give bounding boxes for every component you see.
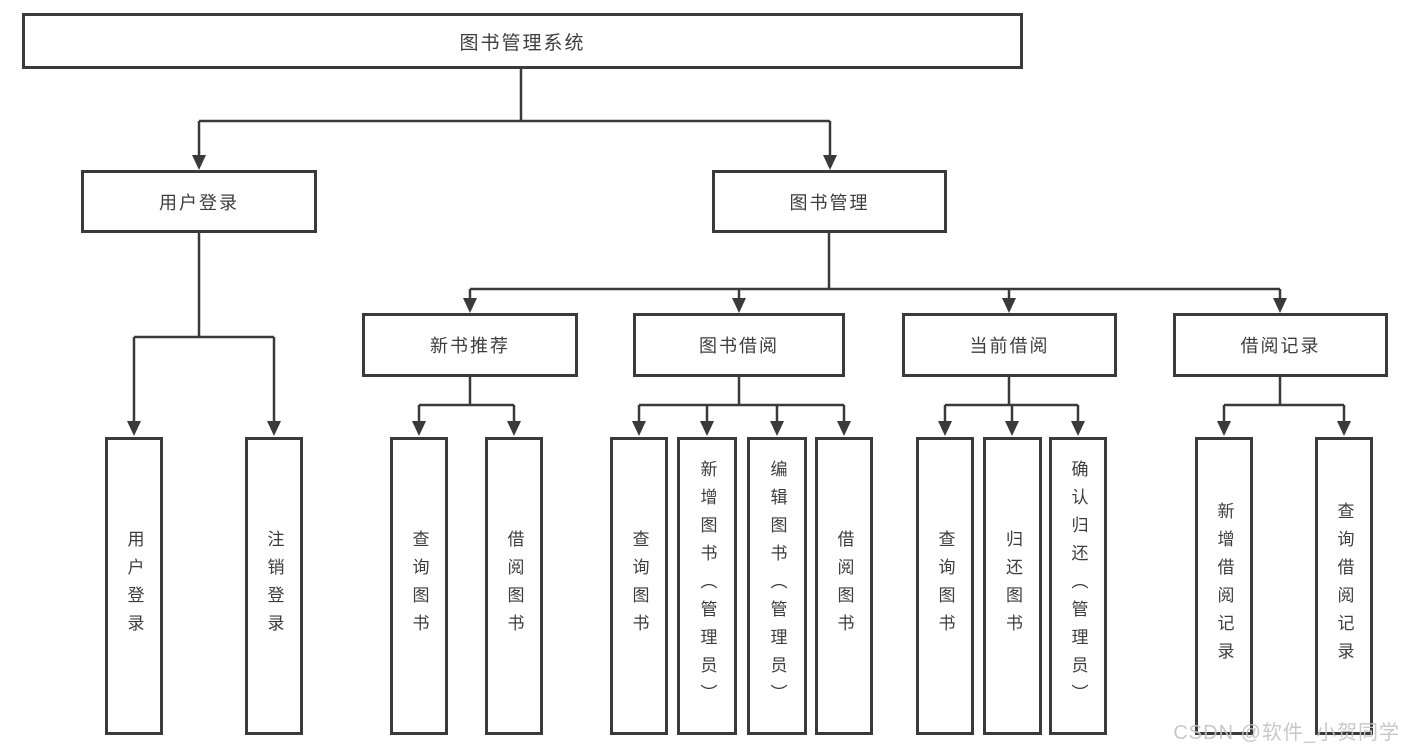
node-book-borrow: 图书借阅 — [633, 313, 845, 377]
leaf-user-login-label: 用户登录 — [124, 530, 144, 642]
leaf-add-book-admin-label: 新增图书（管理员） — [697, 460, 717, 712]
leaf-newbook-borrow-books: 借阅图书 — [485, 437, 543, 735]
arrowheads — [127, 155, 1351, 436]
leaf-logout: 注销登录 — [245, 437, 303, 735]
leaf-add-borrow-record-label: 新增借阅记录 — [1214, 502, 1234, 670]
leaf-add-book-admin: 新增图书（管理员） — [677, 437, 737, 735]
node-user-login: 用户登录 — [81, 170, 317, 233]
leaf-logout-label: 注销登录 — [264, 530, 284, 642]
leaf-confirm-return-admin: 确认归还（管理员） — [1049, 437, 1107, 735]
leaf-edit-book-admin-label: 编辑图书（管理员） — [767, 460, 787, 712]
leaf-borrow-borrow-books: 借阅图书 — [815, 437, 873, 735]
leaf-return-books: 归还图书 — [983, 437, 1042, 735]
leaf-current-query-books: 查询图书 — [916, 437, 974, 735]
leaf-borrow-borrow-books-label: 借阅图书 — [834, 530, 854, 642]
leaf-user-login: 用户登录 — [105, 437, 163, 735]
leaf-edit-book-admin: 编辑图书（管理员） — [747, 437, 807, 735]
node-borrow-records: 借阅记录 — [1173, 313, 1388, 377]
leaf-newbook-borrow-books-label: 借阅图书 — [504, 530, 524, 642]
leaf-newbook-query-books-label: 查询图书 — [409, 530, 429, 642]
leaf-query-borrow-record-label: 查询借阅记录 — [1334, 502, 1354, 670]
leaf-add-borrow-record: 新增借阅记录 — [1195, 437, 1253, 735]
leaf-borrow-query-books-label: 查询图书 — [629, 530, 649, 642]
node-new-book-recommend: 新书推荐 — [362, 313, 578, 377]
leaf-return-books-label: 归还图书 — [1003, 530, 1022, 642]
node-current-borrow: 当前借阅 — [902, 313, 1117, 377]
leaf-borrow-query-books: 查询图书 — [610, 437, 668, 735]
leaf-query-borrow-record: 查询借阅记录 — [1315, 437, 1373, 735]
leaf-newbook-query-books: 查询图书 — [390, 437, 448, 735]
watermark: CSDN @软件_小贺同学 — [1173, 722, 1400, 744]
node-book-management: 图书管理 — [712, 170, 947, 233]
leaf-current-query-books-label: 查询图书 — [935, 530, 955, 642]
node-library-management-system: 图书管理系统 — [22, 13, 1023, 69]
leaf-confirm-return-admin-label: 确认归还（管理员） — [1068, 460, 1088, 712]
